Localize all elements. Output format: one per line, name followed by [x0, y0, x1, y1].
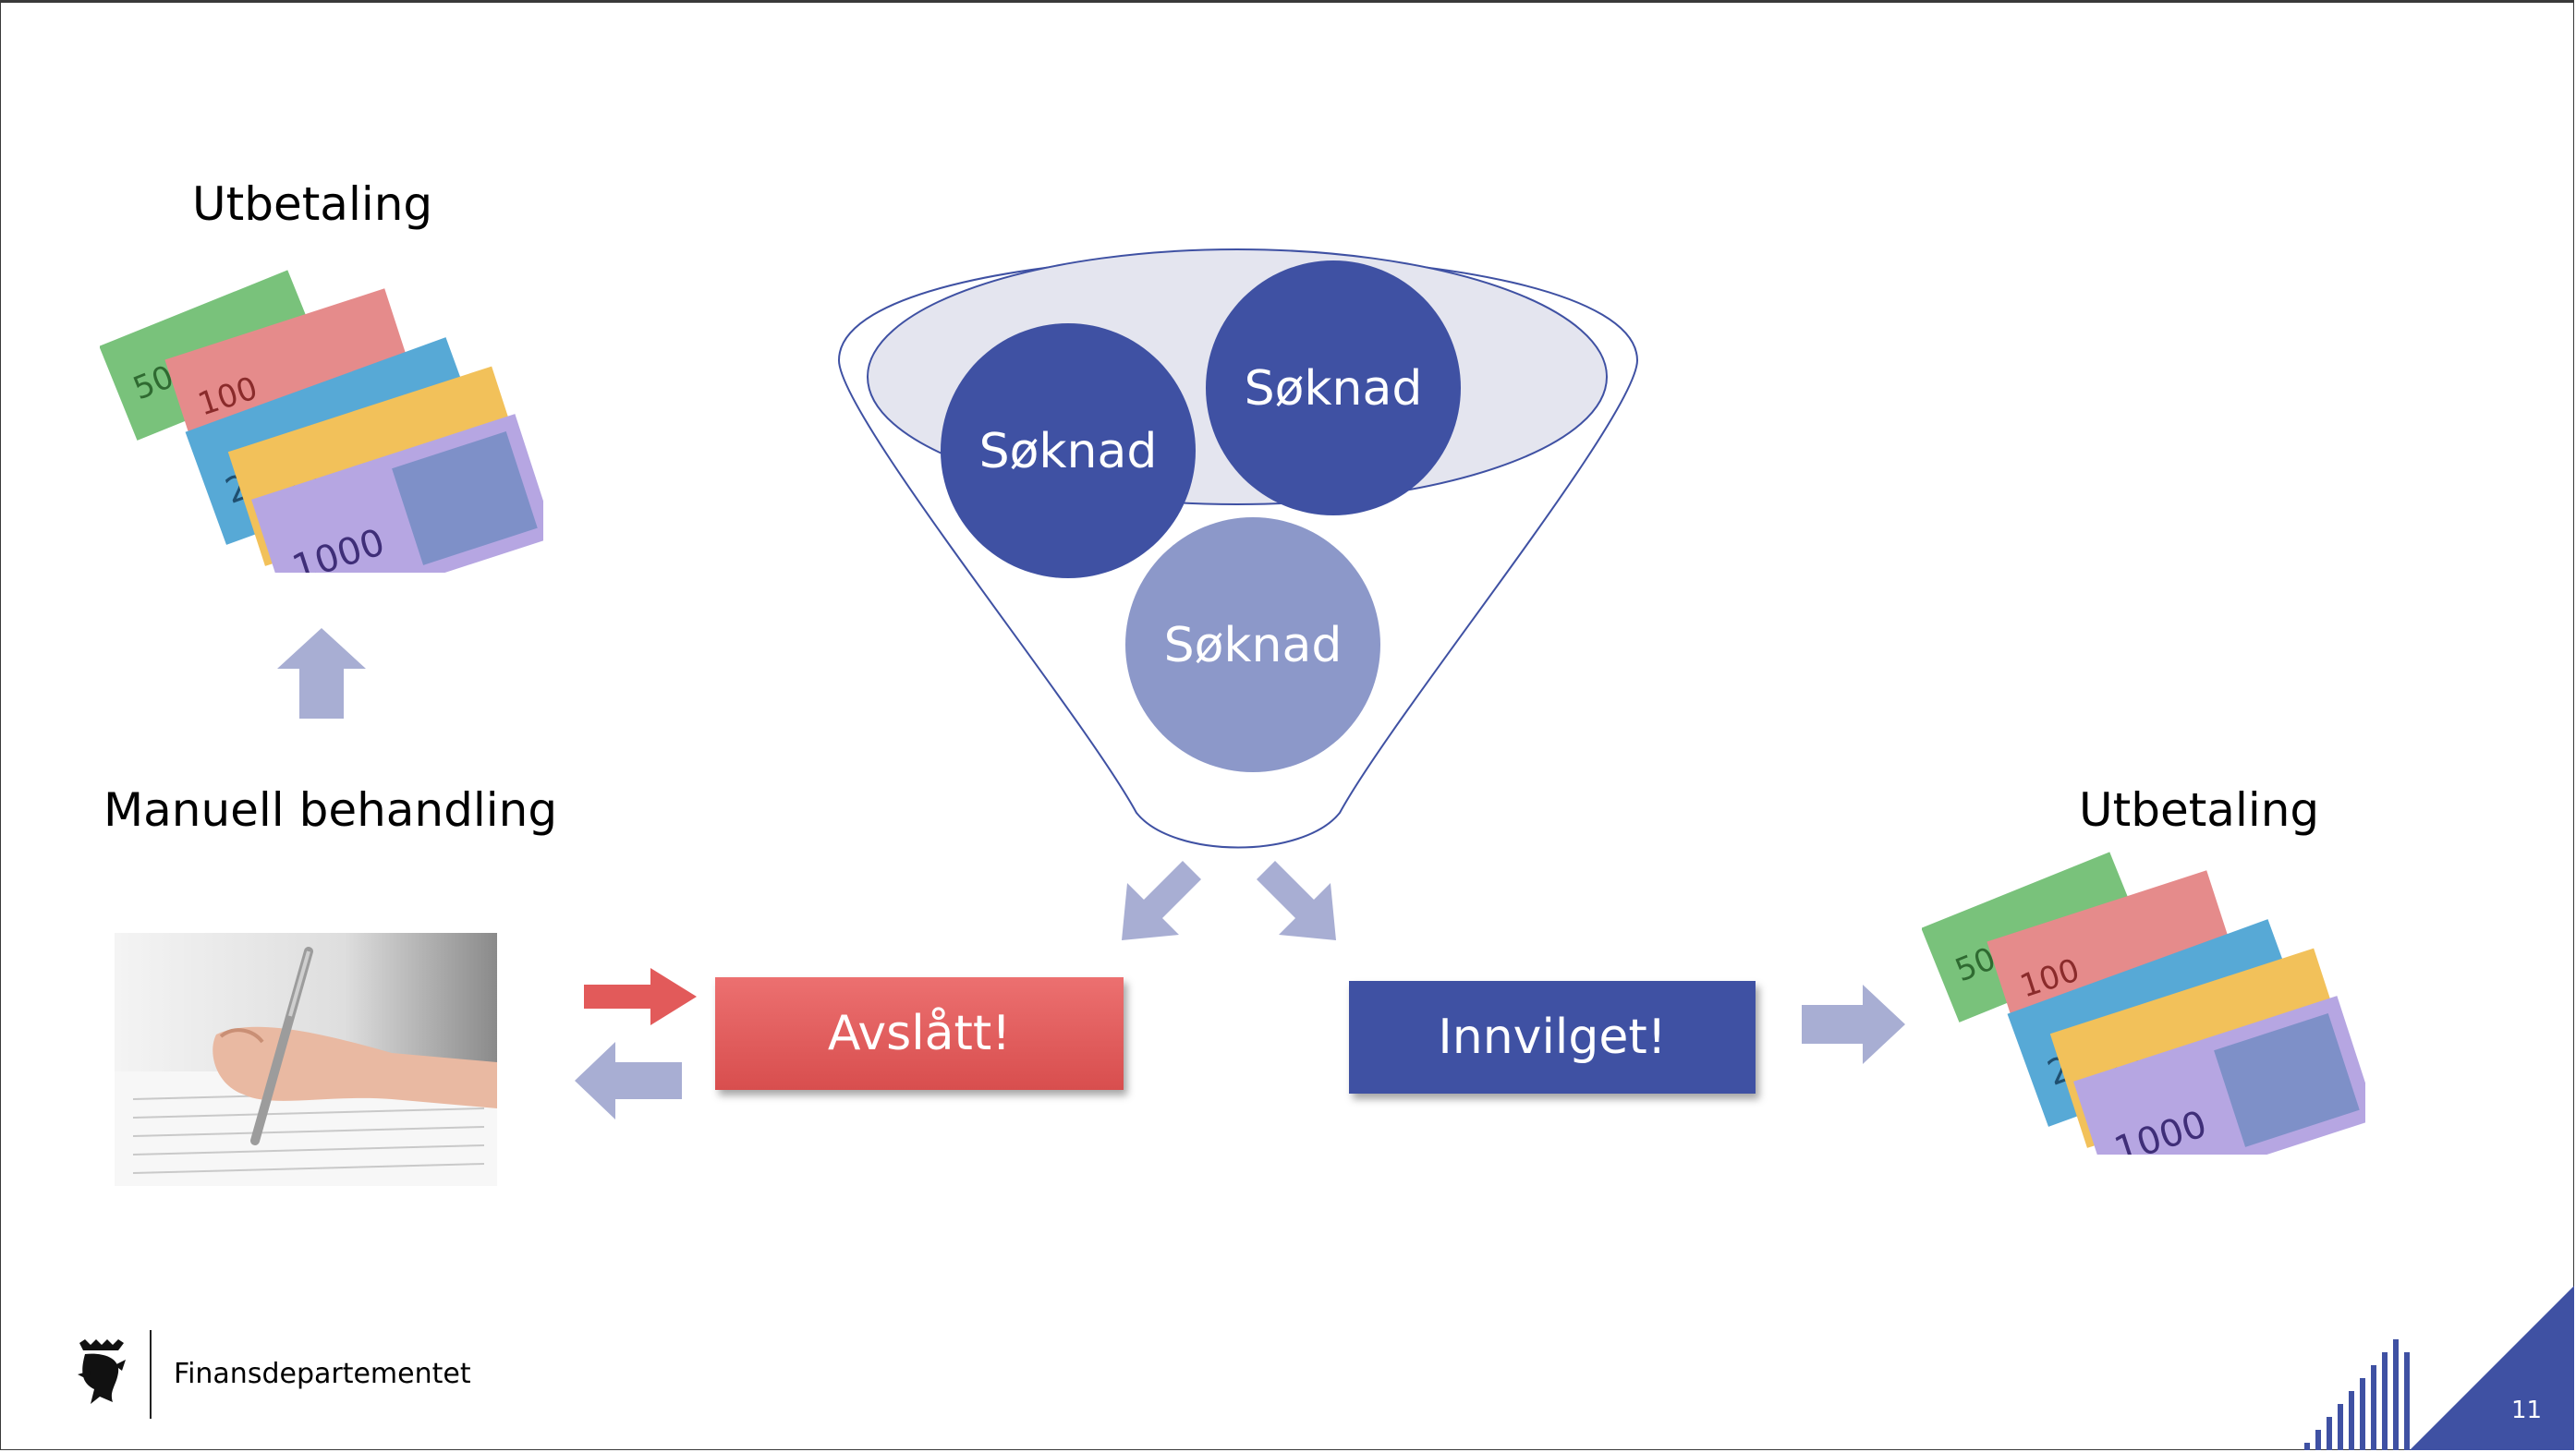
circle-soknad-2 [1206, 260, 1461, 515]
approved-box: Innvilget! [1349, 981, 1756, 1094]
arrow-right-red-icon [584, 968, 697, 1025]
handwriting-photo [115, 933, 497, 1186]
banknotes-image-left: 50 100 200 500 1000 [100, 270, 543, 573]
banknotes-image-right: 50 100 200 500 1000 [1922, 852, 2365, 1155]
page-number: 11 [2511, 1397, 2543, 1424]
circle-soknad-1-label: Søknad [979, 424, 1158, 479]
arrow-left-icon [575, 1042, 682, 1119]
arrow-down-left-icon [1122, 861, 1201, 940]
circle-soknad-1 [941, 323, 1196, 578]
label-manuell-behandling: Manuell behandling [103, 783, 558, 837]
circle-soknad-2-label: Søknad [1245, 361, 1423, 417]
corner-decoration [2304, 1286, 2574, 1450]
funnel-diagram: Søknad Søknad Søknad [837, 248, 1639, 849]
arrow-right-icon [1802, 985, 1905, 1064]
arrow-down-right-icon [1257, 861, 1336, 940]
footer-divider [150, 1330, 152, 1419]
label-utbetaling-right: Utbetaling [2079, 783, 2320, 837]
coat-of-arms-logo [78, 1339, 126, 1404]
circle-soknad-3-label: Søknad [1164, 618, 1343, 673]
circle-soknad-3 [1125, 517, 1380, 772]
rejected-box: Avslått! [715, 977, 1124, 1090]
arrow-up-icon [277, 628, 366, 719]
label-utbetaling-left: Utbetaling [192, 177, 433, 231]
footer-organization: Finansdepartementet [174, 1358, 471, 1390]
